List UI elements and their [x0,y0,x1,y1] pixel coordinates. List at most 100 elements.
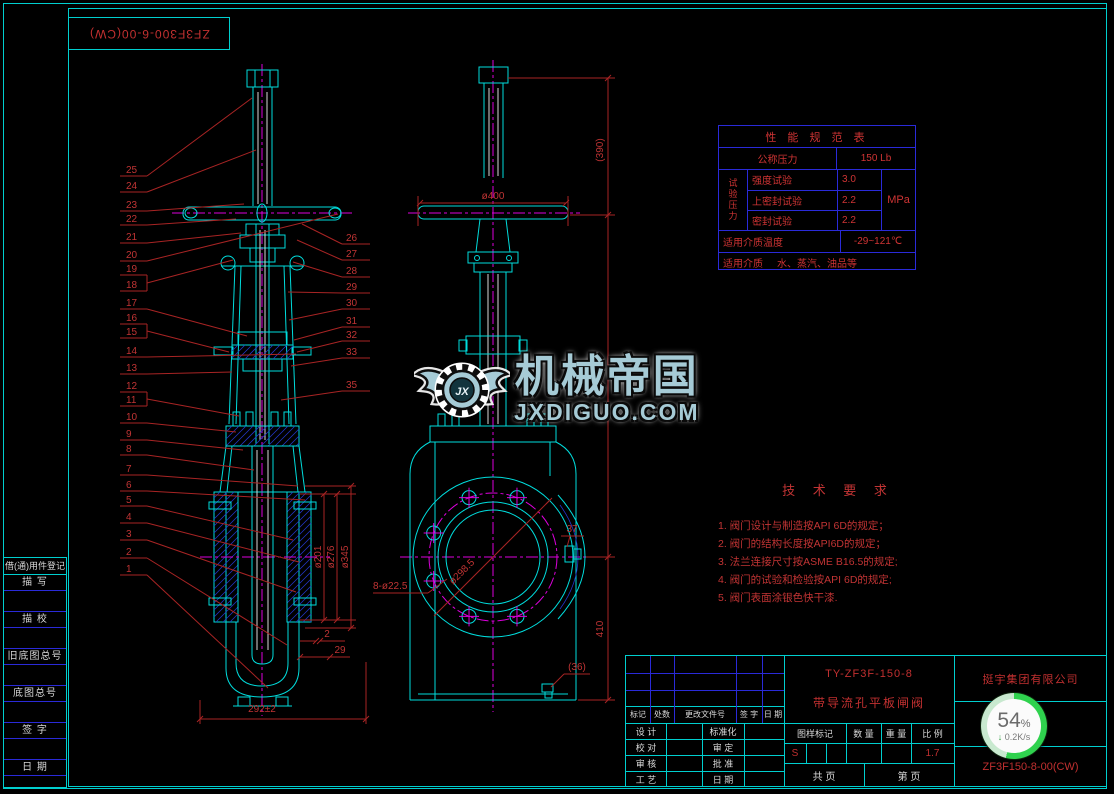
temp-value: -29~121℃ [853,236,903,247]
progress-percent-sign: % [1020,718,1031,730]
part-label: 5 [126,495,132,506]
sign-label: 工 艺 [635,774,657,785]
sidebar-row-label: 旧底图总号 [4,649,66,665]
part-label: 8 [126,444,132,455]
grid-header: 数 量 [853,728,874,739]
dim-stem-height: (390) [595,138,606,161]
sign-label: 审 核 [635,758,657,769]
part-label: 29 [346,282,358,293]
part-label: 7 [126,464,132,475]
medium-label: 适用介质 [723,258,763,270]
logo-jx-text: JX [455,386,469,398]
download-speed: 0.2K/s [1004,732,1031,742]
borrowed-parts-table: 借(通)用件登记 描 写 描 校 旧底图总号 底图总号 签 字 日 期 [3,557,67,788]
dim-handwheel-diameter: ø400 [482,191,505,202]
progress-percent: 54 [997,709,1021,732]
test-row-value: 3.0 [838,170,881,191]
corner-reference: ZF3F300-6-00(CW) [88,26,210,41]
part-label: 15 [126,327,138,338]
part-label: 31 [346,316,358,327]
download-arrow-icon: ↓ [997,732,1003,742]
rev-header: 更改文件号 [685,710,725,719]
part-label: 28 [346,266,358,277]
test-row-label: 密封试验 [752,217,792,229]
part-label: 12 [126,381,138,392]
pages-no: 第 页 [897,771,921,783]
dim-flange-face-diameter: ø298.5 [447,557,477,587]
part-label: 6 [126,480,132,491]
sidebar-row-label: 底图总号 [4,686,66,702]
dim-bore-diameter: ø201 [313,545,324,568]
part-label: 26 [346,233,358,244]
part-label: 24 [126,181,138,192]
sign-label: 设 计 [635,726,657,737]
part-label: 13 [126,363,138,374]
part-label: 33 [346,347,358,358]
product-name: 带导流孔平板闸阀 [812,695,925,710]
test-row-label: 强度试验 [748,170,837,191]
sidebar-row-label: 描 写 [4,575,66,591]
rev-header: 处数 [654,710,670,719]
grid-header: 图样标记 [796,728,833,739]
sign-label: 审 定 [712,742,734,753]
sidebar-row-label: 日 期 [4,760,66,776]
test-row-label: 上密封试验 [748,191,837,212]
model-number: TY-ZF3F-150-8 [825,668,913,680]
dim-raised-face-diameter: ø276 [326,545,337,568]
download-progress-ring: 54% ↓ 0.2K/s [981,693,1047,759]
sign-label: 日 期 [712,774,734,785]
performance-spec-table: 性 能 规 范 表 公称压力 150 Lb 试验压力 强度试验 上密封试验 密封… [718,125,916,270]
corner-reference-box: ZF3F300-6-00(CW) [68,17,230,50]
part-label: 20 [126,250,138,261]
part-label: 23 [126,200,138,211]
dim-body-height: 410 [595,620,606,637]
scale-value: 1.7 [925,747,940,759]
technical-requirements: 技 术 要 求 1. 阀门设计与制造按API 6D的规定； 2. 阀门的结构长度… [718,480,958,607]
dim-base-width: 292±2 [248,704,276,715]
part-label: 18 [126,280,138,291]
winged-gear-logo-icon: JX [414,362,510,418]
rev-header: 日 期 [763,710,783,719]
tech-req-item: 2. 阀门的结构长度按API6D的规定； [718,538,887,550]
dim-gap: 2 [324,629,330,640]
part-label: 25 [126,165,138,176]
grid-header: 比 例 [922,728,943,739]
watermark: JX 机械帝国 JXDIGUO.COM [414,350,700,428]
nominal-pressure-label: 公称压力 [719,148,837,169]
dim-plug-label: 37 [566,524,578,535]
part-label: 35 [346,380,358,391]
part-label: 2 [126,547,132,558]
drawing-mark-value: S [791,747,799,759]
part-label: 1 [126,564,132,575]
dim-bolt-holes: 8-ø22.5 [373,581,408,592]
part-label: 19 [126,264,138,275]
inner-border [68,8,1107,787]
part-label: 4 [126,512,132,523]
rev-header: 标记 [630,710,646,719]
sign-label: 批 准 [712,758,734,769]
sidebar-row-label: 签 字 [4,723,66,739]
sign-label: 标准化 [709,726,737,737]
part-label: 17 [126,298,138,309]
sidebar-row-label: 描 校 [4,612,66,628]
company-name: 挺宇集团有限公司 [982,673,1079,686]
sign-label: 校 对 [635,742,657,753]
part-label: 30 [346,298,358,309]
sidebar-header: 借(通)用件登记 [4,558,66,575]
medium-value: 水、蒸汽、油品等 [777,258,857,270]
watermark-domain: JXDIGUO.COM [514,398,700,425]
grid-header: 重 量 [885,728,907,739]
test-row-value: 2.2 [838,191,881,212]
part-label: 3 [126,529,132,540]
dim-flange-diameter: ø345 [340,545,351,568]
dim-offset: 29 [334,645,346,656]
part-label: 9 [126,429,132,440]
rev-header: 签 字 [739,710,759,719]
part-label: 14 [126,346,138,357]
part-label: 32 [346,330,358,341]
dim-drain-label: (36) [568,662,586,673]
part-label: 11 [126,395,137,406]
pressure-unit: MPa [887,194,910,206]
